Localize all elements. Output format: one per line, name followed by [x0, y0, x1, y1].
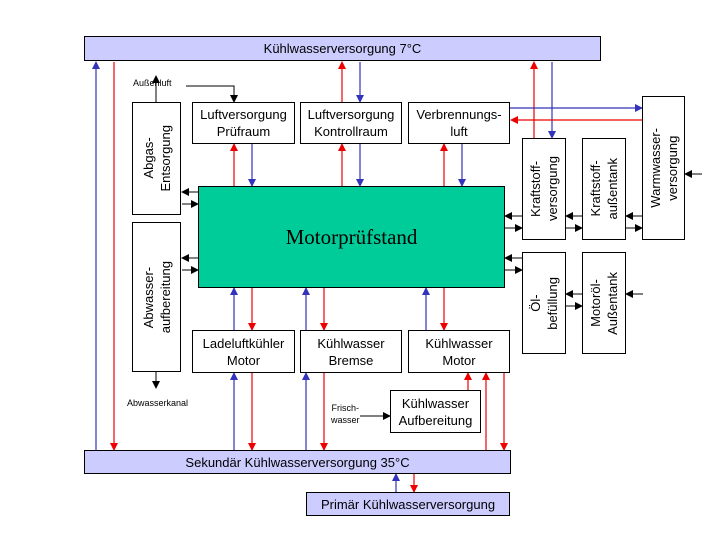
fuel-supply-label: Kraftstoff- versorgung — [528, 156, 560, 222]
air-supply-control-room-box: Luftversorgung Kontrollraum — [300, 102, 402, 144]
hot-water-supply-label: Warmwasser- versorgung — [647, 128, 680, 208]
cooling-water-engine-label: Kühlwasser Motor — [425, 335, 493, 368]
charge-air-cooler-label: Ladeluftkühler Motor — [202, 335, 285, 368]
outside-air-label: Außenluft — [133, 78, 172, 88]
fresh-water-label: Frisch- wasser — [331, 403, 360, 425]
secondary-cooling-water-label: Sekundär Kühlwasserversorgung 35°C — [185, 454, 410, 470]
cooling-water-treatment-box: Kühlwasser Aufbereitung — [390, 390, 481, 433]
secondary-cooling-water-bar: Sekundär Kühlwasserversorgung 35°C — [84, 450, 511, 474]
primary-cooling-water-label: Primär Kühlwasserversorgung — [320, 496, 496, 512]
wastewater-treatment-label: Abwasser- aufbereitung — [140, 260, 173, 334]
combustion-air-box: Verbrennungs- luft — [408, 102, 510, 144]
cooling-water-brake-box: Kühlwasser Bremse — [300, 330, 402, 373]
cooling-water-treatment-label: Kühlwasser Aufbereitung — [398, 395, 473, 428]
engine-test-bench-block: Motorprüfstand — [198, 186, 505, 288]
engine-test-bench-label: Motorprüfstand — [285, 224, 418, 249]
primary-cooling-water-box: Primär Kühlwasserversorgung — [306, 492, 510, 516]
engine-oil-external-tank-box: Motoröl- Außentank — [582, 252, 626, 354]
air-supply-control-room-label: Luftversorgung Kontrollraum — [307, 107, 395, 139]
engine-oil-external-tank-label: Motoröl- Außentank — [588, 271, 620, 335]
combustion-air-label: Verbrennungs- luft — [416, 107, 502, 139]
sewer-label: Abwasserkanal — [127, 398, 189, 408]
cooling-water-supply-7c-label: Kühlwasserversorgung 7°C — [263, 41, 422, 56]
air-supply-test-room-label: Luftversorgung Prüfraum — [200, 107, 287, 139]
charge-air-cooler-box: Ladeluftkühler Motor — [192, 330, 295, 373]
hot-water-supply-box: Warmwasser- versorgung — [642, 96, 685, 240]
fuel-external-tank-box: Kraftstoff- außentank — [582, 138, 626, 240]
exhaust-disposal-label: Abgas- Entsorgung — [140, 125, 173, 192]
cooling-water-supply-7c-bar: Kühlwasserversorgung 7°C — [84, 36, 601, 61]
cooling-water-brake-label: Kühlwasser Bremse — [317, 335, 385, 368]
air-supply-test-room-box: Luftversorgung Prüfraum — [192, 102, 295, 144]
oil-filling-box: Öl- befüllung — [522, 252, 566, 354]
fuel-supply-box: Kraftstoff- versorgung — [522, 138, 566, 240]
fuel-external-tank-label: Kraftstoff- außentank — [588, 158, 620, 220]
exhaust-disposal-box: Abgas- Entsorgung — [132, 102, 181, 215]
cooling-water-engine-box: Kühlwasser Motor — [408, 330, 510, 373]
wastewater-treatment-box: Abwasser- aufbereitung — [132, 222, 181, 372]
oil-filling-label: Öl- befüllung — [528, 276, 560, 330]
